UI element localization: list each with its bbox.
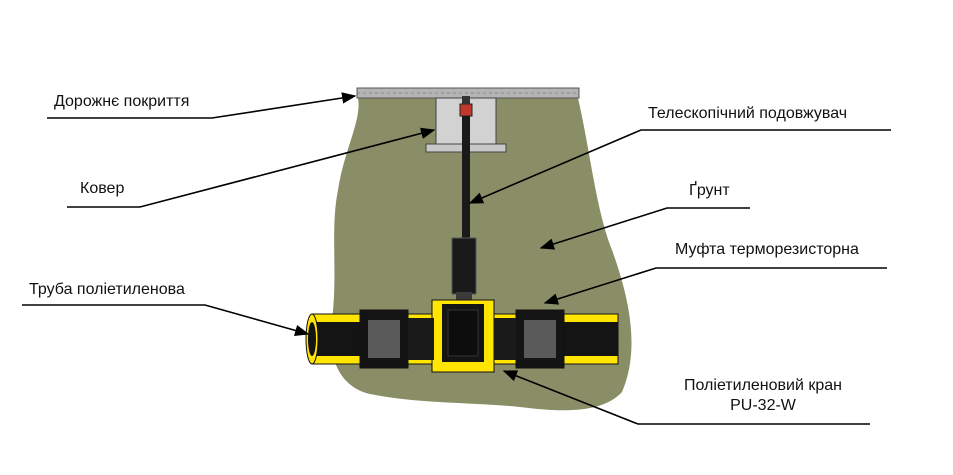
label-road-surface: Дорожнє покриття [54, 93, 190, 110]
label-valve-line2: PU-32-W [730, 397, 796, 414]
label-coupling: Муфта терморезисторна [675, 241, 859, 258]
leader-coupling [543, 267, 887, 305]
leader-lines [22, 92, 891, 425]
label-cover: Ковер [80, 180, 125, 197]
label-pipe: Труба поліетиленова [29, 281, 185, 298]
leader-extension [468, 129, 891, 204]
leader-cover [67, 127, 436, 208]
pipe-assembly [305, 299, 619, 373]
label-valve: Поліетиленовий кран PU-32-W [660, 376, 866, 416]
leader-soil [539, 207, 750, 250]
telescopic-extension [451, 96, 477, 306]
label-valve-line1: Поліетиленовий кран [684, 377, 842, 394]
leader-road [47, 92, 357, 119]
leader-valve [502, 370, 870, 425]
leader-pipe [22, 304, 310, 337]
label-soil: Ґрунт [689, 182, 730, 199]
label-extension: Телескопічний подовжувач [648, 105, 848, 122]
